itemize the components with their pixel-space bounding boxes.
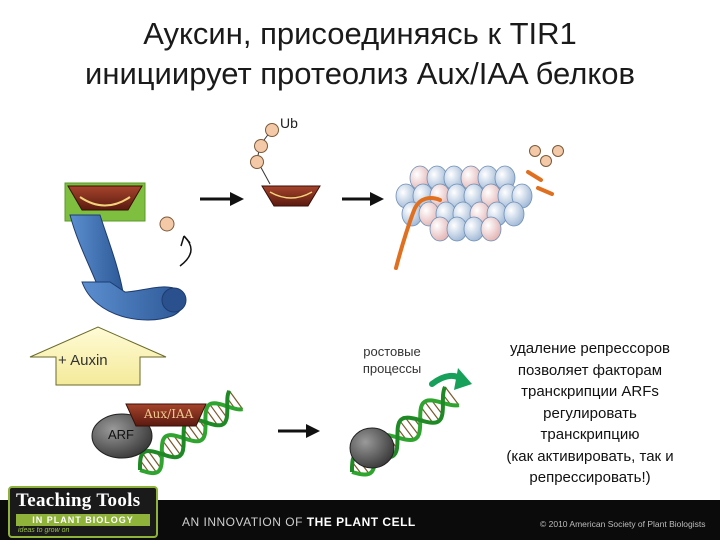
arf-label: ARF	[108, 427, 134, 442]
title-line-2: инициирует протеолиз Aux/IAA белков	[85, 56, 635, 91]
right-arrow-icon	[200, 192, 244, 206]
innovation-text: AN INNOVATION OF THE PLANT CELL	[182, 515, 416, 529]
ubiquitin-icon	[254, 139, 268, 153]
removal-line: регулировать	[543, 404, 637, 422]
innovation-bold: THE PLANT CELL	[306, 515, 416, 529]
right-arrow-icon	[278, 424, 320, 438]
copyright-text: © 2010 American Society of Plant Biologi…	[540, 519, 706, 529]
rbx-knob	[161, 287, 187, 313]
removal-line: удаление репрессоров	[509, 340, 671, 357]
proteasome-subunit	[480, 216, 502, 242]
ubiquitin-icon	[159, 216, 175, 232]
logo-line-1: Teaching Tools	[16, 490, 141, 511]
removal-text: удаление репрессоров позволяет факторам …	[472, 338, 708, 489]
removal-line: репрессировать!)	[529, 469, 651, 486]
repressed-complex	[91, 389, 244, 476]
proteasome-subunit	[503, 201, 525, 227]
ub-label: Ub	[280, 115, 298, 131]
growth-line-1: ростовые	[363, 344, 421, 359]
tir1-cup-mid	[261, 185, 321, 207]
removal-line: транскрипции ARFs	[521, 383, 659, 400]
removal-line: транскрипцию	[540, 426, 640, 443]
auxin-arrow	[29, 326, 167, 386]
scaffold-arm	[69, 214, 124, 293]
growth-line-2: процессы	[362, 361, 422, 376]
dna-helix-icon	[138, 389, 244, 476]
footer-bar: Teaching Tools IN PLANT BIOLOGY ideas to…	[0, 486, 720, 540]
curved-arrow-icon	[179, 235, 192, 267]
aux-iaa-protein	[125, 403, 207, 427]
title-line-1: Ауксин, присоединяясь к TIR1	[143, 16, 577, 51]
ubiquitin-icon	[540, 155, 552, 167]
removal-line: (как активировать, так и	[506, 447, 674, 465]
growth-label: ростовые процессы	[352, 343, 432, 377]
logo-line-3: ideas to grow on	[18, 527, 70, 534]
page-title: Ауксин, присоединяясь к TIR1 инициирует …	[0, 14, 720, 94]
removal-line: позволяет факторам	[517, 361, 663, 379]
ubiquitin-icon	[250, 155, 264, 169]
logo-line-2: IN PLANT BIOLOGY	[16, 514, 150, 526]
ubiquitinated-tir1	[250, 123, 321, 207]
ubiquitin-icon	[529, 145, 541, 157]
ubiquitin-icon	[552, 145, 564, 157]
innovation-prefix: AN INNOVATION OF	[182, 515, 307, 529]
auxin-label: + Auxin	[58, 352, 108, 369]
peptide-strand	[394, 196, 442, 270]
tir1-cup	[67, 185, 143, 211]
aux-iaa-label: Aux/IAA	[144, 407, 194, 421]
scf-complex-left	[64, 182, 187, 321]
arf-protein	[349, 427, 395, 469]
active-complex	[349, 368, 472, 477]
ubiquitin-icon	[265, 123, 279, 137]
proteasome-icon	[394, 145, 564, 270]
right-arrow-icon	[342, 192, 384, 206]
teaching-tools-logo[interactable]: Teaching Tools IN PLANT BIOLOGY ideas to…	[8, 486, 158, 538]
